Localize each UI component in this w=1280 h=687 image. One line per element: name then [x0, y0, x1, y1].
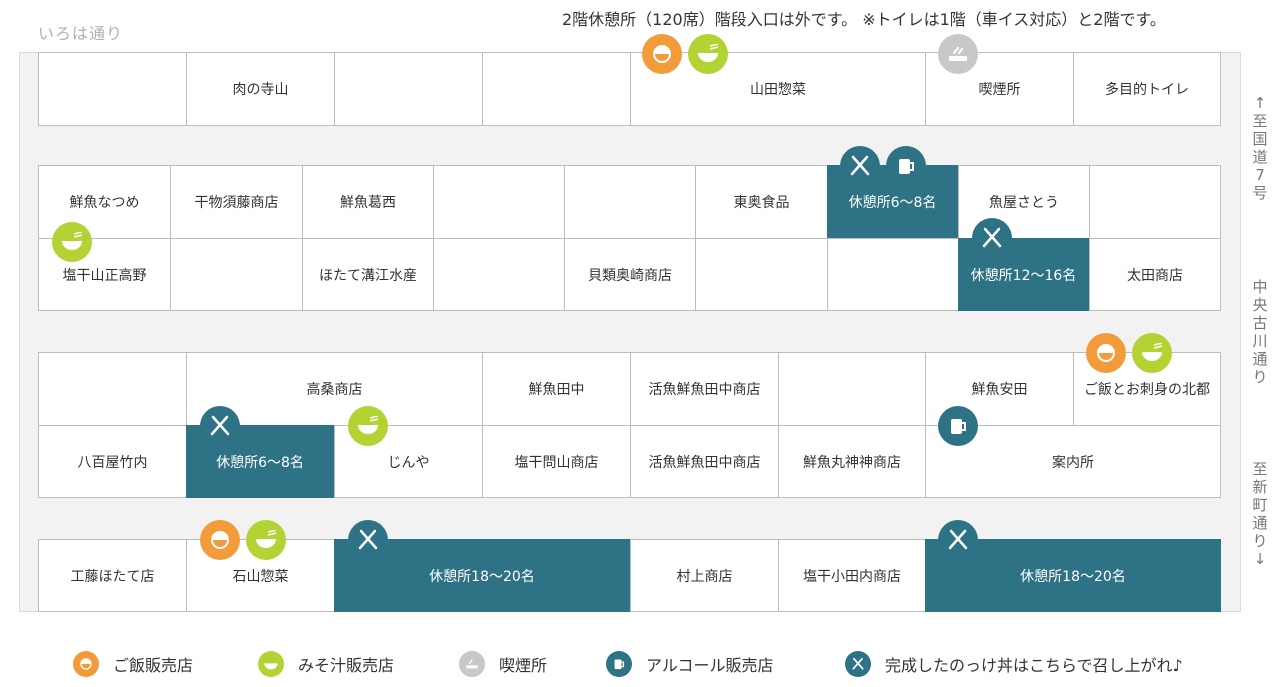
stall[interactable]: 工藤ほたて店	[38, 539, 187, 612]
cutlery-icon	[200, 406, 240, 446]
stall[interactable]	[482, 52, 631, 126]
stall[interactable]	[778, 352, 926, 426]
side-label-middle: 中央古川通り	[1252, 278, 1268, 386]
stall[interactable]: 村上商店	[630, 539, 779, 612]
stall[interactable]: じんや	[334, 425, 483, 498]
stall[interactable]: 干物須藤商店	[170, 165, 303, 239]
stall[interactable]: 貝類奥崎商店	[564, 238, 696, 311]
rest-area[interactable]: 休憩所18〜20名	[334, 539, 630, 612]
stall[interactable]: 肉の寺山	[186, 52, 335, 126]
cutlery-icon	[938, 520, 978, 560]
stall[interactable]	[433, 165, 565, 239]
side-label-bottom: 至新町通り↓	[1252, 460, 1268, 568]
stall[interactable]: 鮮魚丸神神商店	[778, 425, 926, 498]
legend-item-rice: ご飯販売店	[73, 648, 193, 680]
rice-icon	[73, 651, 99, 677]
cutlery-icon	[845, 651, 871, 677]
stall[interactable]: 八百屋竹内	[38, 425, 187, 498]
legend-label: アルコール販売店	[646, 656, 774, 675]
stall[interactable]: 鮮魚葛西	[302, 165, 434, 239]
soup-icon	[52, 222, 92, 262]
side-label-top: ↑至国道7号	[1252, 94, 1268, 202]
direction-label-route7: ↑至国道7号	[1250, 94, 1270, 202]
floor-notice: 2階休憩所（120席）階段入口は外です。 ※トイレは1階（車イス対応）と2階です…	[562, 10, 1166, 29]
stall[interactable]	[564, 165, 696, 239]
smoking-icon	[938, 34, 978, 74]
soup-icon	[258, 651, 284, 677]
rest-area[interactable]: 休憩所12〜16名	[958, 238, 1089, 311]
stall[interactable]: 塩干問山商店	[482, 425, 631, 498]
cutlery-icon	[972, 218, 1012, 258]
legend-label: みそ汁販売店	[298, 656, 395, 675]
direction-label-furukawa: 中央古川通り	[1250, 278, 1270, 386]
legend-item-beer: アルコール販売店	[606, 648, 774, 680]
street-name-label: いろは通り	[38, 24, 124, 43]
soup-icon	[246, 520, 286, 560]
stall[interactable]: 多目的トイレ	[1073, 52, 1221, 126]
cutlery-icon	[348, 520, 388, 560]
stall[interactable]	[170, 238, 303, 311]
soup-icon	[348, 406, 388, 446]
rice-icon	[1086, 333, 1126, 373]
market-map	[19, 52, 1241, 612]
stall[interactable]	[827, 238, 959, 311]
beer-icon	[938, 406, 978, 446]
stall[interactable]: 活魚鮮魚田中商店	[630, 425, 779, 498]
legend-item-smoking: 喫煙所	[459, 648, 547, 680]
stall[interactable]	[1089, 165, 1221, 239]
cutlery-icon	[840, 146, 880, 186]
stall[interactable]: 太田商店	[1089, 238, 1221, 311]
legend-item-cutlery: 完成したのっけ丼はこちらで召し上がれ♪	[845, 648, 1183, 680]
rice-icon	[642, 34, 682, 74]
stall[interactable]: 鮮魚田中	[482, 352, 631, 426]
stall[interactable]	[695, 238, 828, 311]
soup-icon	[1132, 333, 1172, 373]
legend-label: 完成したのっけ丼はこちらで召し上がれ♪	[885, 656, 1183, 675]
smoking-icon	[459, 651, 485, 677]
stall[interactable]	[334, 52, 483, 126]
stall[interactable]: 山田惣菜	[630, 52, 926, 126]
direction-label-shinmachi: 至新町通り↓	[1250, 460, 1270, 568]
stall[interactable]: 塩干小田内商店	[778, 539, 926, 612]
stall[interactable]	[38, 352, 187, 426]
stall[interactable]: ほたて溝江水産	[302, 238, 434, 311]
soup-icon	[688, 34, 728, 74]
stall[interactable]	[433, 238, 565, 311]
rice-icon	[200, 520, 240, 560]
stall[interactable]: 活魚鮮魚田中商店	[630, 352, 779, 426]
beer-icon	[606, 651, 632, 677]
legend-item-soup: みそ汁販売店	[258, 648, 394, 680]
legend-label: 喫煙所	[499, 656, 548, 675]
beer-icon	[886, 146, 926, 186]
stall[interactable]: 東奥食品	[695, 165, 828, 239]
stall[interactable]	[38, 52, 187, 126]
legend-label: ご飯販売店	[113, 656, 194, 675]
